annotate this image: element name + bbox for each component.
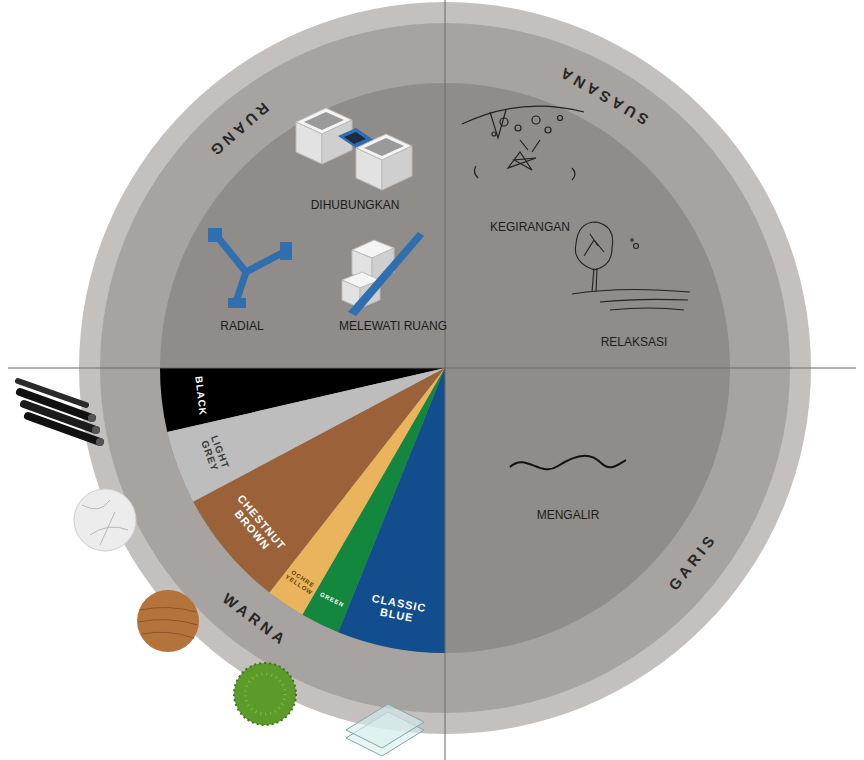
ring-heading: GARIS xyxy=(666,530,721,593)
outer-band xyxy=(79,368,445,734)
illustration-caption: KEGIRANGAN xyxy=(490,221,570,234)
crosshair-lines xyxy=(8,0,856,760)
ring-band xyxy=(445,23,790,368)
illustration-caption: RELAKSASI xyxy=(601,336,668,349)
inner-disk xyxy=(445,83,730,368)
wedge-fill xyxy=(167,368,445,502)
quadrant-shape xyxy=(445,368,811,734)
wedge-label: BLACK xyxy=(193,375,208,416)
quadrant-sector: RUANG xyxy=(79,2,445,368)
wedge-fill xyxy=(303,368,446,632)
flowing-line xyxy=(510,456,626,470)
ring-heading: SUASANA xyxy=(554,62,651,127)
outer-band xyxy=(79,2,445,368)
illustration-caption: MENGALIR xyxy=(537,509,600,522)
wedge-fill xyxy=(193,368,445,593)
wedge-label: LIGHT GREY xyxy=(198,434,231,474)
glass-swatch xyxy=(346,704,424,756)
passing-rooms-icon xyxy=(342,232,424,316)
quadrant-shape xyxy=(79,2,445,368)
quadrant-shape xyxy=(445,2,811,368)
wedge-fill xyxy=(160,368,445,432)
inner-disk xyxy=(445,368,730,653)
quadrant-sector: WARNA BLACK LIGHT GREY CHESTNUT BROWN OCHRE … xyxy=(79,368,445,734)
steel-tubes xyxy=(18,381,104,446)
grass-swatch xyxy=(234,663,296,725)
wedge-label: GREEN xyxy=(319,591,346,608)
wedge-label: CLASSIC BLUE xyxy=(369,592,428,626)
wedge-fill xyxy=(338,368,445,653)
connected-rooms-icon xyxy=(296,108,412,190)
color-wedge: CHESTNUT BROWN xyxy=(79,368,445,734)
wedge-fill xyxy=(270,368,445,615)
ring-heading: RUANG xyxy=(205,99,272,161)
illustration-caption: MELEWATI RUANG xyxy=(339,320,447,333)
ring-band xyxy=(445,368,790,713)
ring-band xyxy=(100,23,445,368)
wood-swatch xyxy=(137,590,199,652)
relaxation-sketch xyxy=(572,222,690,310)
quadrant-sector: GARIS xyxy=(445,368,811,734)
wedge-label: CHESTNUT BROWN xyxy=(225,492,287,560)
wedge-label: OCHRE YELLOW xyxy=(284,568,318,597)
ring-band xyxy=(100,368,445,713)
radial-icon xyxy=(208,228,292,308)
illustration-caption: DIHUBUNGKAN xyxy=(311,199,400,212)
ring-heading: WARNA xyxy=(220,590,291,649)
excitement-sketch xyxy=(462,106,584,180)
quadrant-sector: SUASANA xyxy=(445,2,811,368)
outer-band xyxy=(445,368,811,734)
marble-swatch xyxy=(74,489,136,551)
illustration-caption: RADIAL xyxy=(220,320,263,333)
inner-disk xyxy=(160,368,445,653)
outer-band xyxy=(445,2,811,368)
